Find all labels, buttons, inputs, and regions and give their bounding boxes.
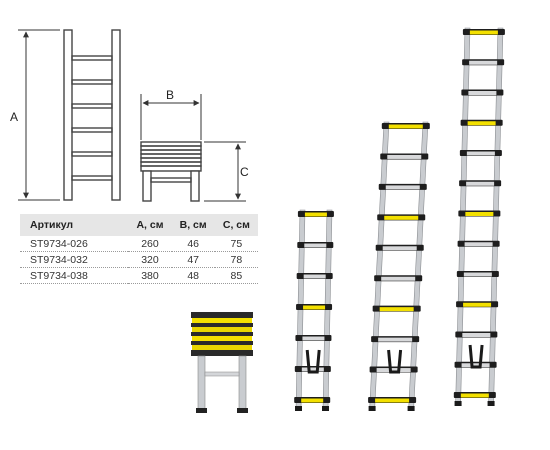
- cell-a: 320: [128, 251, 172, 268]
- dimension-c-label: C: [240, 165, 249, 179]
- cell-b: 47: [171, 251, 215, 268]
- ladder-foot: [322, 406, 329, 411]
- collapsed-ladder-photo: [191, 312, 253, 413]
- cell-b: 46: [171, 236, 215, 252]
- ladder-rung: [463, 272, 492, 277]
- spec-table: Артикул A, см B, см C, см ST9734-026 260…: [20, 214, 258, 284]
- dimension-a-line: [18, 29, 60, 201]
- ladder-strap: [305, 349, 321, 374]
- cell-a: 260: [128, 236, 172, 252]
- ladder-front-view-drawing: [63, 29, 121, 201]
- cell-article: ST9734-032: [20, 251, 129, 268]
- ladder-rung: [382, 246, 417, 251]
- dimension-b-line: [140, 94, 202, 140]
- ladder-rung: [387, 154, 422, 159]
- ladder-rung: [304, 212, 327, 217]
- table-row: ST9734-038 380 48 85: [20, 267, 258, 284]
- ladder-foot: [454, 401, 462, 406]
- ladder-rung: [303, 305, 326, 310]
- ladder-foot: [487, 401, 495, 406]
- col-header-a: A, см: [136, 219, 164, 231]
- ladder-rung: [388, 124, 423, 129]
- ladder-rung: [385, 185, 420, 190]
- cell-c: 78: [214, 251, 258, 268]
- ladder-photo-380: [453, 27, 505, 406]
- ladder-rung: [304, 243, 327, 248]
- spec-table-header-row: Артикул A, см B, см C, см: [20, 214, 258, 236]
- ladder-rung: [465, 212, 494, 216]
- dimension-b-label: B: [166, 88, 175, 102]
- ladder-rung: [379, 307, 414, 312]
- ladder-rung: [461, 363, 490, 368]
- ladder-rung: [381, 276, 416, 281]
- ladder-strap: [387, 349, 403, 374]
- ladder-rung: [376, 368, 411, 373]
- ladder-rung: [464, 242, 493, 247]
- ladder-rung: [468, 91, 497, 95]
- ladder-rung: [462, 333, 491, 337]
- col-header-article: Артикул: [30, 219, 74, 231]
- ladder-photo-320: [368, 121, 430, 411]
- ladder-rung: [469, 30, 498, 35]
- table-row: ST9734-026 260 46 75: [20, 236, 258, 252]
- cell-b: 48: [171, 267, 215, 284]
- ladder-rung: [303, 274, 326, 279]
- ladder-foot: [407, 406, 415, 411]
- ladder-photo-260: [294, 209, 334, 411]
- col-header-c: C, см: [222, 219, 250, 231]
- ladder-rung: [460, 393, 489, 398]
- ladder-strap: [468, 344, 484, 369]
- table-row: ST9734-032 320 47 78: [20, 251, 258, 268]
- cell-article: ST9734-038: [20, 267, 129, 284]
- ladder-folded-drawing: [140, 141, 202, 202]
- ladder-rung: [378, 337, 413, 342]
- dimension-c-line: [204, 141, 246, 202]
- ladder-foot: [368, 406, 376, 411]
- ladder-rung: [466, 181, 495, 186]
- cell-a: 380: [128, 267, 172, 284]
- dimension-a-label: A: [10, 110, 19, 124]
- ladder-rung: [463, 302, 492, 307]
- ladder-rung: [301, 398, 324, 403]
- ladder-rung: [302, 336, 325, 341]
- cell-article: ST9734-026: [20, 236, 129, 252]
- ladder-rung: [384, 215, 419, 220]
- ladder-foot: [295, 406, 302, 411]
- cell-c: 75: [214, 236, 258, 252]
- col-header-b: B, см: [179, 219, 207, 231]
- ladder-rung: [375, 398, 410, 403]
- cell-c: 85: [214, 267, 258, 284]
- ladder-rung: [301, 367, 324, 372]
- ladder-rung: [469, 60, 498, 65]
- ladder-rung: [467, 121, 496, 126]
- ladder-rung: [466, 151, 495, 156]
